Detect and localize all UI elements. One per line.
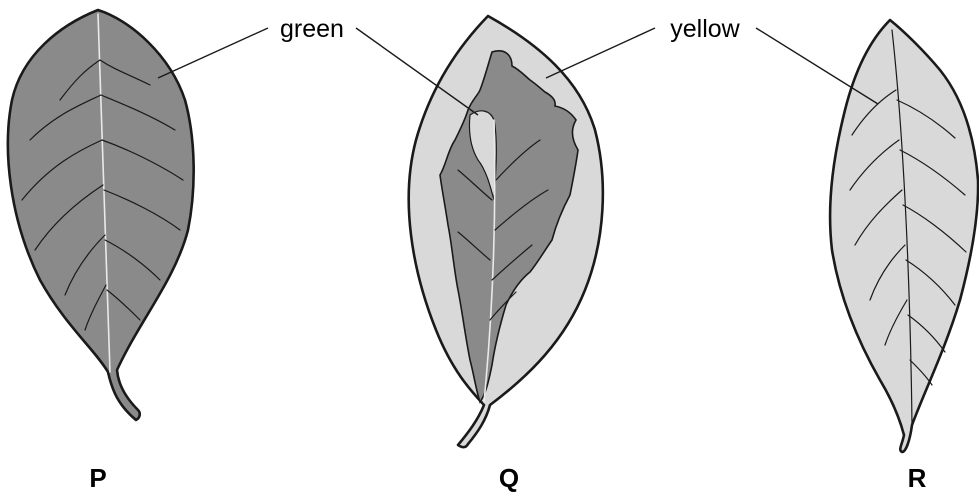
label-green: green: [280, 15, 344, 43]
leaf-q: [409, 16, 603, 447]
leaf-p-blade: [8, 10, 194, 420]
label-yellow: yellow: [670, 15, 740, 43]
leaf-letter-q: Q: [499, 463, 519, 493]
leaf-letter-r: R: [908, 463, 927, 493]
leader-yellow-to-q: [546, 28, 655, 78]
leaf-p: [8, 10, 194, 420]
leaf-r-blade: [830, 20, 978, 452]
leaf-r: [830, 20, 978, 452]
leaf-letter-p: P: [89, 463, 106, 493]
leader-green-to-p: [158, 28, 268, 78]
